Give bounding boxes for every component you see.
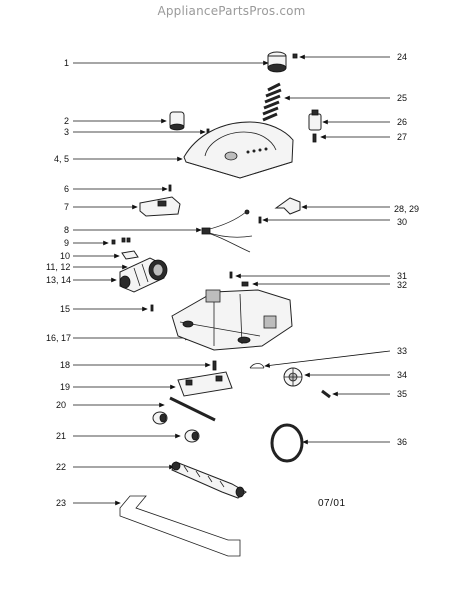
svg-text:15: 15 <box>60 304 70 314</box>
part-7-latch <box>139 196 181 217</box>
svg-text:13, 14: 13, 14 <box>46 275 71 285</box>
svg-text:36: 36 <box>397 437 407 447</box>
part-19-bracket <box>177 371 233 397</box>
part-34-wheel <box>283 367 303 387</box>
part-20-rod <box>169 396 216 422</box>
callout-7[interactable]: 7 <box>64 202 138 212</box>
part-8-wire-harness <box>201 209 253 253</box>
svg-text:25: 25 <box>397 93 407 103</box>
callout-20[interactable]: 20 <box>56 400 165 410</box>
part-36-belt <box>270 423 304 463</box>
part-26-switch <box>308 109 322 131</box>
svg-text:34: 34 <box>397 370 407 380</box>
part-9-clips <box>111 237 131 245</box>
callout-8[interactable]: 8 <box>64 225 202 235</box>
svg-text:31: 31 <box>397 271 407 281</box>
callout-35[interactable]: 35 <box>332 389 407 399</box>
callout-31[interactable]: 31 <box>235 271 407 281</box>
callout-23[interactable]: 23 <box>56 498 121 508</box>
svg-text:24: 24 <box>397 52 407 62</box>
callout-4-5[interactable]: 4, 5 <box>54 154 183 164</box>
svg-text:2: 2 <box>64 116 69 126</box>
callout-13-14[interactable]: 13, 14 <box>46 275 117 285</box>
part-16-17-base <box>171 289 293 351</box>
callout-32[interactable]: 32 <box>252 280 407 290</box>
part-27-pin <box>312 133 317 143</box>
callout-24[interactable]: 24 <box>299 52 407 62</box>
part-1-cap <box>267 51 287 73</box>
part-32-clip <box>241 281 249 287</box>
svg-text:6: 6 <box>64 184 69 194</box>
svg-text:10: 10 <box>60 251 70 261</box>
svg-text:9: 9 <box>64 238 69 248</box>
svg-text:1: 1 <box>64 58 69 68</box>
callout-2[interactable]: 2 <box>64 116 167 126</box>
svg-text:22: 22 <box>56 462 66 472</box>
svg-text:16, 17: 16, 17 <box>46 333 71 343</box>
svg-text:27: 27 <box>397 132 407 142</box>
svg-text:28, 29: 28, 29 <box>394 204 419 214</box>
part-31-screw <box>229 271 233 279</box>
watermark: AppliancePartsPros.com <box>157 4 306 18</box>
callout-27[interactable]: 27 <box>320 132 407 142</box>
callout-18[interactable]: 18 <box>60 360 211 370</box>
callout-19[interactable]: 19 <box>60 382 176 392</box>
callout-3[interactable]: 3 <box>64 127 206 137</box>
svg-text:19: 19 <box>60 382 70 392</box>
svg-text:30: 30 <box>397 217 407 227</box>
svg-text:32: 32 <box>397 280 407 290</box>
part-18-screw <box>212 360 217 371</box>
part-23-bumper <box>119 495 241 557</box>
part-25-hose <box>262 82 282 122</box>
callout-1[interactable]: 1 <box>64 58 269 68</box>
svg-text:23: 23 <box>56 498 66 508</box>
part-2-knob <box>169 111 185 131</box>
revision-date: 07/01 <box>318 498 346 509</box>
callout-26[interactable]: 26 <box>322 117 407 127</box>
part-6-screw <box>168 184 172 192</box>
svg-text:20: 20 <box>56 400 66 410</box>
part-28-29-bracket <box>274 197 301 215</box>
callout-16-17[interactable]: 16, 17 <box>46 333 191 343</box>
callout-30[interactable]: 30 <box>262 217 407 227</box>
callout-21[interactable]: 21 <box>56 431 181 441</box>
callout-36[interactable]: 36 <box>302 437 407 447</box>
callout-25[interactable]: 25 <box>284 93 407 103</box>
svg-text:11, 12: 11, 12 <box>46 262 70 272</box>
part-21-rollers <box>152 411 200 443</box>
part-11-14-motor <box>119 257 168 293</box>
callout-15[interactable]: 15 <box>60 304 148 314</box>
svg-text:3: 3 <box>64 127 69 137</box>
part-33-clip <box>249 363 265 369</box>
callout-34[interactable]: 34 <box>304 370 407 380</box>
callout-22[interactable]: 22 <box>56 462 175 472</box>
callout-10[interactable]: 10 <box>60 251 120 261</box>
svg-text:7: 7 <box>64 202 69 212</box>
callout-28-29[interactable]: 28, 29 <box>301 204 419 214</box>
callout-9[interactable]: 9 <box>64 238 109 248</box>
svg-text:4, 5: 4, 5 <box>54 154 69 164</box>
part-22-brushroll <box>171 461 247 499</box>
callout-33[interactable]: 33 <box>264 346 407 368</box>
svg-text:35: 35 <box>397 389 407 399</box>
svg-text:26: 26 <box>397 117 407 127</box>
callout-11-12[interactable]: 11, 12 <box>46 262 128 272</box>
part-30-screw <box>258 216 262 224</box>
part-4-5-hood <box>183 121 294 179</box>
svg-text:21: 21 <box>56 431 66 441</box>
part-15-screw <box>150 304 154 312</box>
svg-text:8: 8 <box>64 225 69 235</box>
part-10-plate <box>121 250 139 260</box>
svg-text:33: 33 <box>397 346 407 356</box>
svg-text:18: 18 <box>60 360 70 370</box>
callout-6[interactable]: 6 <box>64 184 168 194</box>
part-35-axle <box>321 389 331 399</box>
part-24-screw <box>292 53 298 59</box>
